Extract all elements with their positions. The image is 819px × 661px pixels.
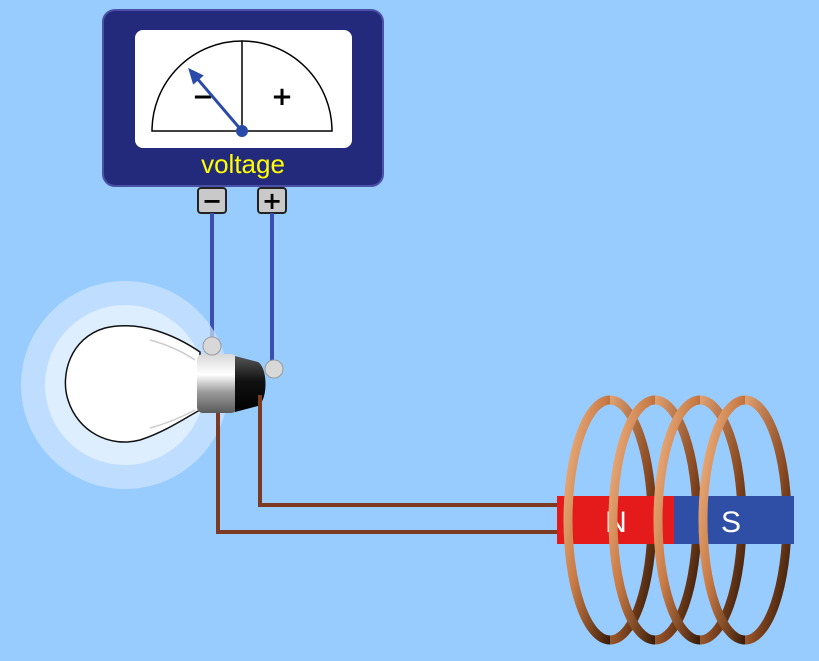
coil-wire-lower: [216, 413, 572, 534]
coil-wire-upper: [258, 395, 572, 507]
voltmeter-needle: [188, 67, 244, 132]
coil-loop-front-4: [698, 395, 746, 645]
scale-plus-label: +: [271, 82, 293, 112]
terminal-plus[interactable]: +: [257, 187, 287, 215]
terminal-plus-label: +: [262, 187, 282, 215]
needle-arrowhead: [188, 67, 204, 85]
terminal-minus[interactable]: −: [197, 187, 227, 215]
coil-lead-wires: [216, 395, 572, 534]
voltmeter-label: voltage: [201, 149, 285, 179]
coil-loop-front-3: [653, 395, 701, 645]
bar-magnet[interactable]: N S: [557, 496, 794, 544]
bulb-contact-right: [264, 359, 284, 379]
meter-lead-wires: [210, 213, 274, 362]
bulb-base-metal: [197, 354, 237, 413]
bulb-base-cap: [235, 356, 266, 412]
terminal-minus-label: −: [202, 187, 222, 215]
voltmeter: − + voltage − +: [102, 9, 384, 215]
magnet-south-label: S: [721, 506, 741, 539]
needle-pivot: [236, 125, 248, 137]
coil-loop-front-2: [608, 395, 656, 645]
light-bulb-icon: [21, 281, 284, 489]
bulb-contact-left: [202, 336, 222, 356]
bulb-highlight: [149, 339, 196, 361]
bulb-highlight-lower: [149, 409, 196, 429]
coil-loop-front-1: [563, 395, 611, 645]
bulb-filament-glow: [82, 349, 154, 421]
magnet-south-pole: [674, 496, 794, 544]
needle-shaft: [191, 72, 244, 132]
coil-front: [563, 395, 746, 645]
